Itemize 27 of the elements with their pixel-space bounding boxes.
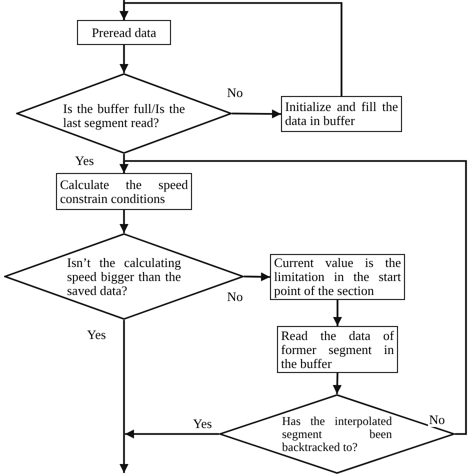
decision-diamond xyxy=(219,394,455,474)
arrow xyxy=(120,320,128,473)
decision-text: Isn’t the calculating speed bigger than the saved data? xyxy=(67,256,181,298)
decision-text: Is the buffer full/Is the last segment read? xyxy=(63,102,185,130)
arrow xyxy=(333,300,342,326)
edge-label: Yes xyxy=(192,417,213,431)
decision-diamond xyxy=(4,233,244,320)
arrow xyxy=(244,272,270,282)
step-text: Initialize and fill the data in buffer xyxy=(285,100,398,128)
arrow xyxy=(125,430,219,438)
arrow xyxy=(332,372,342,394)
arrow xyxy=(120,2,342,96)
step-text: Preread data xyxy=(92,26,156,40)
process-box xyxy=(77,20,171,45)
arrow xyxy=(232,109,281,118)
step-text: Current value is the limitation in the start point of the section xyxy=(274,256,401,298)
decision-text: Has the interpolated segment been backtracked to? xyxy=(282,414,392,454)
edge-label: Yes xyxy=(74,154,95,168)
step-text: Calculate the speed constrain conditions xyxy=(60,178,188,206)
edge-label: Yes xyxy=(86,328,107,342)
step-text: Read the data of former segment in the buffer xyxy=(281,328,394,370)
arrow xyxy=(120,45,128,73)
edge-label: No xyxy=(226,86,244,100)
arrow xyxy=(120,210,128,233)
edge-label: No xyxy=(428,413,446,427)
arrow xyxy=(120,160,467,435)
edge-label: No xyxy=(226,290,244,304)
